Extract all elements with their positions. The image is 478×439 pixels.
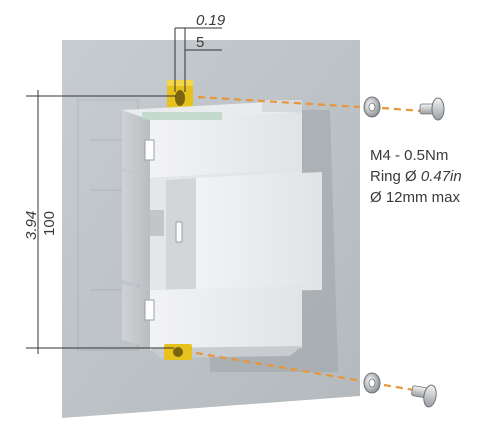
top-width-dimension xyxy=(174,27,222,92)
spec-torque-label: M4 - 0.5Nm xyxy=(370,147,448,164)
bottom-screw-path xyxy=(195,351,363,383)
spec-ring-label: Ring Ø 0.47in xyxy=(370,168,462,185)
height-dimension xyxy=(26,90,176,354)
module-center-cover xyxy=(122,170,322,292)
spec-ring-value: 0.47in xyxy=(421,168,462,185)
bottom-screw-path-ext xyxy=(383,383,415,392)
spec-ring-prefix: Ring Ø xyxy=(370,168,421,185)
top-width-inch-label: 0.19 xyxy=(196,12,226,29)
top-width-mm-label: 5 xyxy=(196,34,204,51)
top-screw-path-ext xyxy=(381,106,423,113)
spec-diameter-label: Ø 12mm max xyxy=(370,189,461,206)
module-bottom-block xyxy=(122,284,302,358)
height-inch-label: 3.94 xyxy=(23,211,40,240)
height-mm-label: 100 xyxy=(41,211,58,236)
module-top-block xyxy=(122,100,302,178)
top-din-bracket xyxy=(167,80,193,114)
top-screw-icon xyxy=(419,97,445,121)
bottom-din-bracket xyxy=(164,344,192,360)
top-screw-path xyxy=(197,95,361,109)
bottom-screw-icon xyxy=(411,384,437,408)
top-washer-icon xyxy=(363,96,381,118)
bottom-washer-icon xyxy=(363,372,381,394)
